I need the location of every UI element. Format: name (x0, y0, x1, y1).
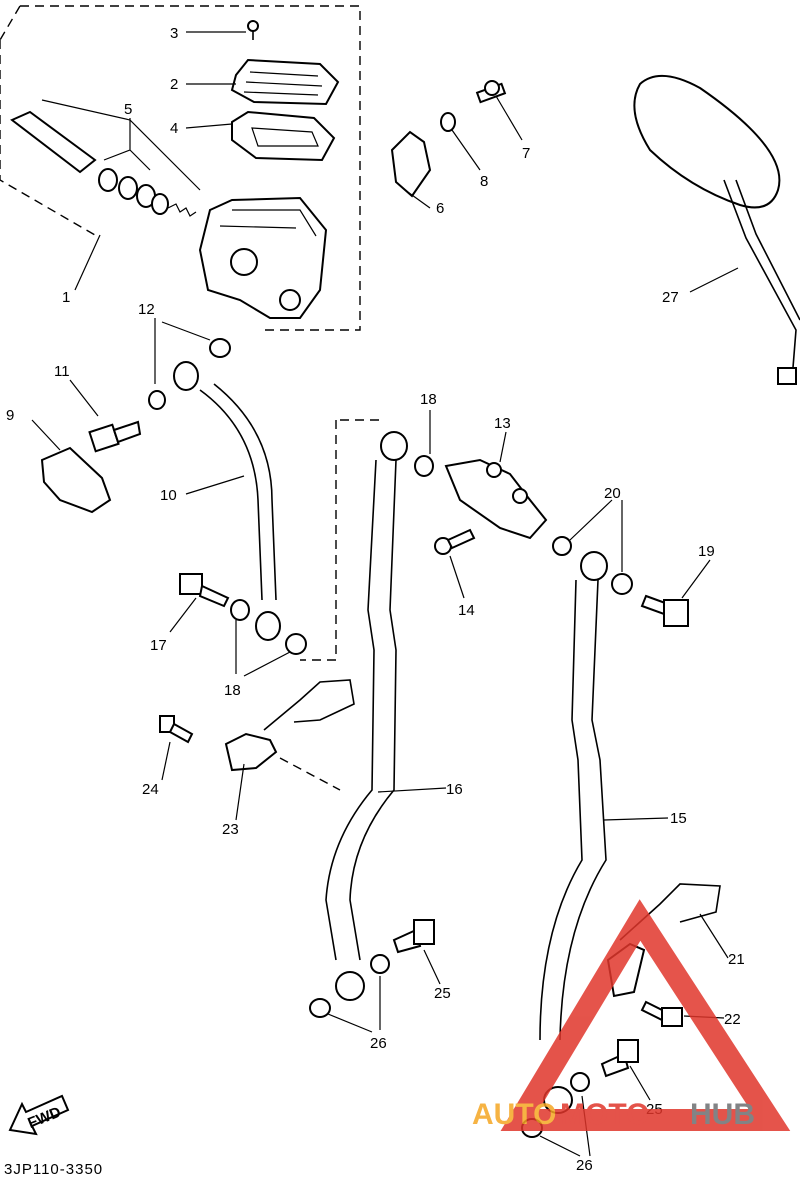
part-27-mirror (633, 74, 800, 385)
callout-19: 19 (698, 543, 715, 560)
callout-7: 7 (522, 145, 530, 162)
watermark-text-auto: AUTO (472, 1098, 556, 1131)
callout-5: 5 (124, 101, 132, 118)
part-23-hose-holder (224, 679, 355, 772)
callout-16: 16 (446, 781, 463, 798)
part-26-washer-c (570, 1072, 590, 1092)
callout-17: 17 (150, 637, 167, 654)
callout-10: 10 (160, 487, 177, 504)
callout-22: 22 (724, 1011, 741, 1028)
part-20-washer-a (552, 536, 572, 556)
part-15-hose (539, 551, 608, 1114)
callout-26-a: 26 (370, 1035, 387, 1052)
callout-15: 15 (670, 810, 687, 827)
part-1-master-cylinder (198, 196, 328, 319)
callout-9: 9 (6, 407, 14, 424)
part-11-union-bolt (88, 420, 142, 453)
callout-13: 13 (494, 415, 511, 432)
part-14-bolt (434, 528, 476, 555)
callout-18-a: 18 (224, 682, 241, 699)
part-3-screw (247, 20, 259, 40)
watermark-text-hub: HUB (690, 1098, 755, 1131)
part-16-hose (325, 431, 408, 1001)
part-17-union-bolt (179, 573, 230, 608)
fwd-label: FWD (25, 1104, 63, 1133)
part-5-piston-kit (10, 99, 201, 217)
part-22-bolt (640, 1000, 683, 1027)
callout-3: 3 (170, 25, 178, 42)
callout-4: 4 (170, 120, 178, 137)
callout-24: 24 (142, 781, 159, 798)
watermark-text-moto: MOTO (560, 1098, 649, 1131)
part-18-washer-c (414, 455, 434, 477)
part-12-washer-b (148, 390, 166, 410)
part-25-bolt-a (392, 919, 435, 954)
part-8-washer (440, 112, 456, 132)
callout-12: 12 (138, 301, 155, 318)
automotohub-logo: AUTO MOTO HUB (472, 899, 791, 1131)
callout-26-b: 26 (576, 1157, 593, 1174)
callout-8: 8 (480, 173, 488, 190)
fwd-arrow-icon: FWD (8, 1094, 70, 1136)
part-26-washer-b (309, 998, 331, 1018)
part-12-washer-a (209, 338, 231, 358)
callout-1: 1 (62, 289, 70, 306)
callout-21: 21 (728, 951, 745, 968)
callout-20: 20 (604, 485, 621, 502)
part-18-washer-a (230, 599, 250, 621)
callout-6: 6 (436, 200, 444, 217)
part-9-boot (40, 446, 112, 514)
part-24-bolt (159, 715, 194, 744)
callout-27: 27 (662, 289, 679, 306)
part-10-hose (173, 361, 281, 641)
part-25-bolt-b (600, 1039, 639, 1078)
part-26-washer-a (370, 954, 390, 974)
part-4-diaphragm (231, 110, 336, 162)
callout-11: 11 (54, 363, 70, 380)
part-20-washer-b (611, 573, 633, 595)
diagram-code: 3JP110-3350 (4, 1161, 103, 1178)
part-19-union-bolt (640, 594, 689, 627)
callout-25-a: 25 (434, 985, 451, 1002)
part-18-washer-b (285, 633, 307, 655)
part-7-bolt (475, 80, 507, 104)
part-6-clamp (390, 130, 432, 198)
callout-2: 2 (170, 76, 178, 93)
callout-labels: 1 2 3 4 5 6 7 8 9 10 11 12 13 14 15 16 1… (6, 25, 745, 1174)
callout-18-b: 18 (420, 391, 437, 408)
callout-23: 23 (222, 821, 239, 838)
leader-lines (31, 31, 739, 1157)
assembly-boundary (0, 5, 361, 331)
callout-14: 14 (458, 602, 475, 619)
